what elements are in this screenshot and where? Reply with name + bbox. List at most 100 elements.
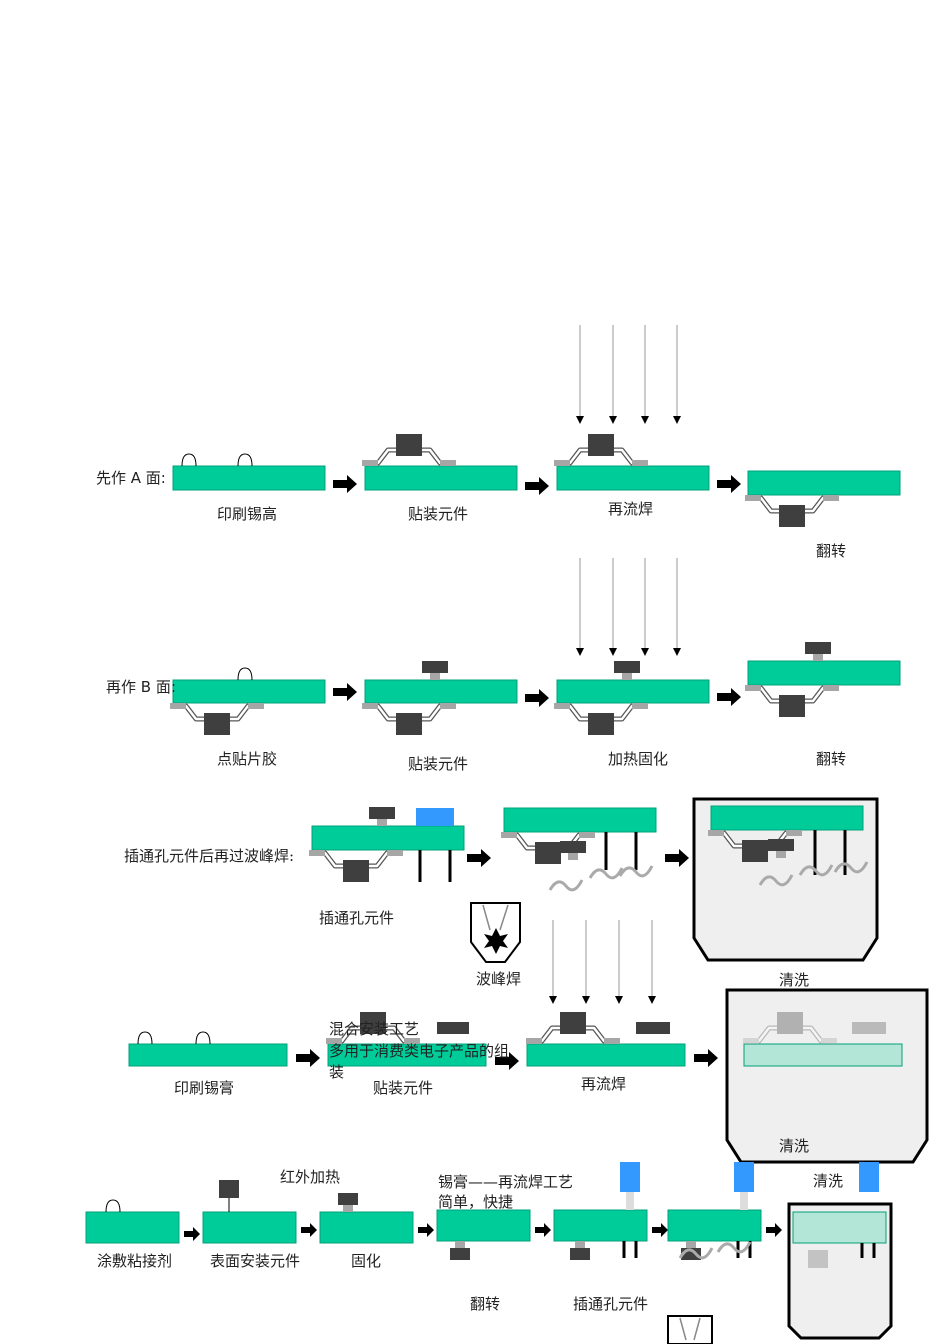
- chip-body: [369, 807, 395, 819]
- pcb-board: [743, 1043, 903, 1067]
- row2-step-flip: 翻转: [816, 750, 847, 768]
- solder-pad: [743, 1038, 759, 1044]
- component-standoff: [626, 1192, 634, 1210]
- solder-wave-crest: [548, 879, 584, 892]
- solder-pad: [248, 703, 264, 709]
- solder-pad: [309, 850, 325, 856]
- row5-clean-label: 清洗: [813, 1172, 844, 1190]
- row4-overlay-line3: 装: [329, 1063, 345, 1081]
- smd-chip-icon: [309, 850, 403, 882]
- process-arrow-icon: [333, 683, 357, 701]
- flat-chip-icon: [636, 1022, 670, 1034]
- solder-pad: [604, 1038, 620, 1044]
- pcb-board: [553, 1209, 648, 1242]
- through-hole-component: [416, 808, 454, 826]
- pcb-board: [667, 1209, 762, 1242]
- process-arrow-icon: [333, 475, 357, 493]
- process-arrow-icon: [418, 1223, 434, 1237]
- solder-pad: [362, 460, 378, 466]
- pcb-board: [128, 1043, 288, 1067]
- chip-pedestal: [343, 1205, 353, 1212]
- solder-pad: [745, 685, 761, 691]
- chip-body: [535, 842, 561, 864]
- solder-wave-crest: [678, 1247, 714, 1260]
- pcb-board: [172, 679, 326, 704]
- pcb-board: [172, 465, 326, 491]
- solder-pad: [786, 830, 802, 836]
- smd-chip-icon: [745, 685, 839, 717]
- chip-pedestal: [568, 853, 578, 860]
- solder-paste-bump: [237, 453, 253, 467]
- row1-step-place: 贴装元件: [408, 505, 469, 523]
- flat-chip-icon: [422, 661, 448, 680]
- process-arrow-icon: [525, 477, 549, 495]
- chip-lead-inner: [803, 1026, 829, 1043]
- heat-ray-arrowhead-icon: [673, 416, 681, 424]
- heat-ray-arrowhead-icon: [673, 648, 681, 656]
- pcb-board: [747, 470, 901, 496]
- row5-heat-label: 红外加热: [280, 1168, 341, 1186]
- flat-chip-icon: [805, 642, 831, 661]
- solder-wave-crest: [716, 1241, 752, 1254]
- pcb-board: [85, 1211, 180, 1244]
- pcb-board: [710, 805, 864, 831]
- pcb-board: [436, 1209, 531, 1242]
- component-standoff: [740, 1192, 748, 1210]
- chip-pedestal: [455, 1241, 465, 1248]
- smd-chip-icon: [554, 434, 648, 466]
- chip-pedestal: [776, 851, 786, 858]
- pcb-board: [319, 1211, 414, 1244]
- smd-chip-icon: [554, 703, 648, 735]
- pcb-board: [792, 1211, 887, 1244]
- row2-step-glue: 点贴片胶: [217, 750, 278, 768]
- solder-wave-crest: [618, 865, 654, 878]
- solder-pad: [579, 832, 595, 838]
- row5-step-cure: 固化: [351, 1252, 382, 1270]
- chip-body: [588, 434, 614, 456]
- solder-pad: [554, 460, 570, 466]
- process-arrow-icon: [652, 1223, 668, 1237]
- chip-body: [560, 1012, 586, 1034]
- flat-chip-icon: [369, 807, 395, 826]
- solder-pad: [554, 703, 570, 709]
- smd-chip-icon: [745, 495, 839, 527]
- solder-pad: [821, 1038, 837, 1044]
- chip-body: [777, 1012, 803, 1034]
- row4-step-place: 贴装元件: [373, 1079, 434, 1097]
- pcb-board: [364, 465, 518, 491]
- faded-chip-icon: [808, 1250, 828, 1268]
- solder-wave-crest: [758, 874, 794, 887]
- chip-body: [614, 661, 640, 673]
- pcb-board: [747, 660, 901, 686]
- chip-pedestal: [430, 673, 440, 680]
- row4-step-print: 印刷锡膏: [174, 1079, 235, 1097]
- solder-pad: [440, 703, 456, 709]
- solder-paste-bump: [195, 1031, 211, 1045]
- solder-pad: [362, 703, 378, 709]
- solder-pad: [501, 832, 517, 838]
- through-hole-component: [620, 1162, 640, 1192]
- solder-paste-bump: [237, 667, 253, 681]
- process-arrow-icon: [301, 1223, 317, 1237]
- row2-step-place: 贴装元件: [408, 755, 469, 773]
- smd-chip-icon: [362, 703, 456, 735]
- chip-body: [768, 839, 794, 851]
- solder-pad: [632, 703, 648, 709]
- solder-paste-bump: [181, 453, 197, 467]
- solder-pad: [170, 703, 186, 709]
- heat-ray-arrowhead-icon: [609, 416, 617, 424]
- solder-pad: [526, 1038, 542, 1044]
- solder-pad: [823, 495, 839, 501]
- row1-step-print: 印刷锡高: [217, 505, 278, 523]
- process-arrow-icon: [665, 849, 689, 867]
- wave-solder-pot-icon: [667, 1315, 713, 1344]
- row3-step-wave: 波峰焊: [476, 970, 522, 988]
- heat-ray-arrowhead-icon: [576, 648, 584, 656]
- chip-body: [396, 434, 422, 456]
- through-hole-component: [734, 1162, 754, 1192]
- process-arrow-icon: [525, 689, 549, 707]
- flat-chip-icon: [437, 1022, 469, 1034]
- solder-paste-bump: [105, 1199, 121, 1213]
- chip-pedestal: [686, 1241, 696, 1248]
